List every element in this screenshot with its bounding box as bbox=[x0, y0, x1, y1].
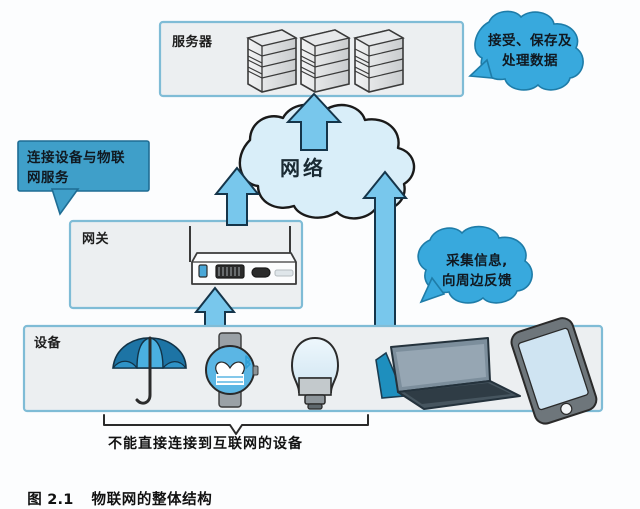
device-panel-label: 设备 bbox=[34, 336, 62, 351]
server-panel bbox=[158, 20, 465, 98]
server-bubble-line-1: 接受、保存及 bbox=[488, 33, 572, 49]
device-bubble-line-1: 采集信息, bbox=[446, 253, 508, 269]
server-panel-label: 服务器 bbox=[172, 35, 213, 50]
gateway-panel-label: 网关 bbox=[82, 232, 110, 247]
brace-annotation-text: 不能直接连接到互联网的设备 bbox=[108, 436, 303, 452]
device-brace bbox=[103, 414, 369, 435]
server-rack-1-icon bbox=[246, 29, 298, 93]
lightbulb-icon bbox=[290, 336, 340, 410]
gateway-bubble-line-1: 连接设备与物联 bbox=[27, 150, 125, 166]
server-bubble-line-2: 处理数据 bbox=[502, 53, 558, 69]
smartwatch-icon bbox=[205, 332, 259, 408]
laptop-icon bbox=[375, 337, 521, 410]
gateway-panel bbox=[68, 219, 304, 310]
figure-caption-number: 图 2.1 bbox=[27, 492, 74, 508]
arrow-cloud-to-server bbox=[285, 92, 343, 151]
gateway-bubble-shape bbox=[17, 140, 150, 216]
device-bubble-line-2: 向周边反馈 bbox=[442, 273, 512, 289]
arrow-gateway-to-cloud bbox=[213, 166, 261, 226]
gateway-bubble-line-2: 网服务 bbox=[27, 170, 69, 186]
server-bubble-shape bbox=[468, 10, 584, 91]
figure-caption-title: 物联网的整体结构 bbox=[91, 492, 213, 508]
umbrella-icon bbox=[111, 336, 188, 405]
gateway-panel-box bbox=[68, 219, 304, 310]
cloud-label: 网络 bbox=[280, 156, 326, 180]
figure-caption: 图 2.1 物联网的整体结构 bbox=[16, 472, 212, 509]
server-rack-3-icon bbox=[353, 29, 405, 93]
gateway-router-icon bbox=[191, 252, 297, 285]
device-panel bbox=[22, 317, 604, 425]
server-rack-2-icon bbox=[299, 29, 351, 93]
smartphone-icon bbox=[510, 317, 598, 425]
arrow-device-to-cloud bbox=[361, 170, 409, 333]
device-bubble-shape bbox=[417, 225, 533, 304]
